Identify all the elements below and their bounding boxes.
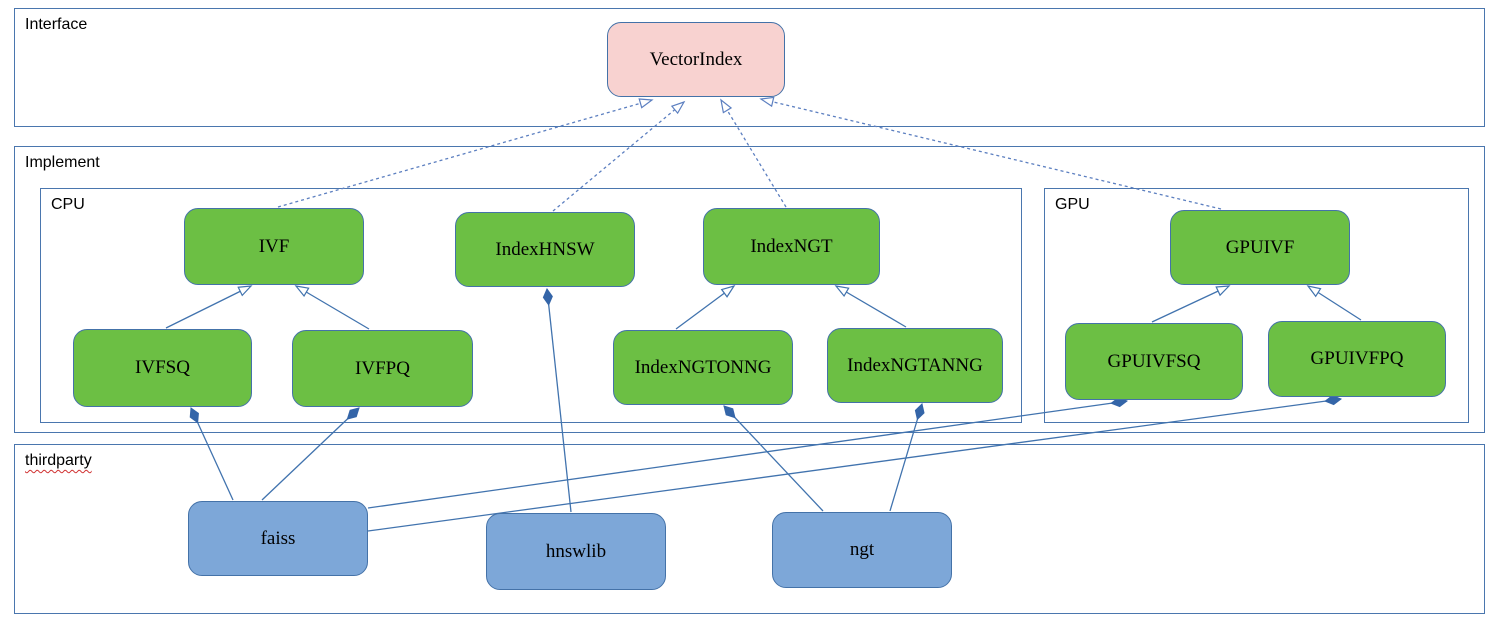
node-ivf: IVF: [184, 208, 364, 285]
node-faiss-label: faiss: [260, 527, 296, 549]
node-gpuivfsq: GPUIVFSQ: [1065, 323, 1243, 400]
node-hnswlib: hnswlib: [486, 513, 666, 590]
node-indexhnsw: IndexHNSW: [455, 212, 635, 287]
container-thirdparty-label: thirdparty: [25, 452, 92, 469]
node-ivf-label: IVF: [258, 235, 290, 257]
node-gpuivfpq: GPUIVFPQ: [1268, 321, 1446, 397]
node-gpuivf-label: GPUIVF: [1225, 236, 1295, 258]
node-indexngt-label: IndexNGT: [750, 235, 833, 257]
node-hnswlib-label: hnswlib: [545, 540, 607, 562]
node-gpuivfpq-label: GPUIVFPQ: [1310, 348, 1404, 369]
node-vectorindex: VectorIndex: [607, 22, 785, 97]
node-ngt: ngt: [772, 512, 952, 588]
node-ivfpq-label: IVFPQ: [355, 357, 410, 379]
node-indexngtonng: IndexNGTONNG: [613, 330, 793, 405]
node-faiss: faiss: [188, 501, 368, 576]
node-indexngt: IndexNGT: [703, 208, 880, 285]
node-ngt-label: ngt: [849, 539, 875, 560]
node-indexhnsw-label: IndexHNSW: [495, 238, 595, 260]
node-ivfsq: IVFSQ: [73, 329, 252, 407]
node-vectorindex-label: VectorIndex: [649, 48, 743, 70]
node-indexngtonng-label: IndexNGTONNG: [634, 356, 772, 378]
node-indexngtanng-label: IndexNGTANNG: [847, 354, 983, 376]
container-interface-label: Interface: [25, 16, 88, 33]
node-ivfsq-label: IVFSQ: [135, 357, 190, 378]
node-gpuivf: GPUIVF: [1170, 210, 1350, 285]
container-cpu-label: CPU: [51, 196, 85, 213]
container-gpu-label: GPU: [1055, 196, 1090, 213]
container-implement-label: Implement: [25, 154, 100, 171]
node-indexngtanng: IndexNGTANNG: [827, 328, 1003, 403]
node-ivfpq: IVFPQ: [292, 330, 473, 407]
node-gpuivfsq-label: GPUIVFSQ: [1107, 350, 1201, 372]
